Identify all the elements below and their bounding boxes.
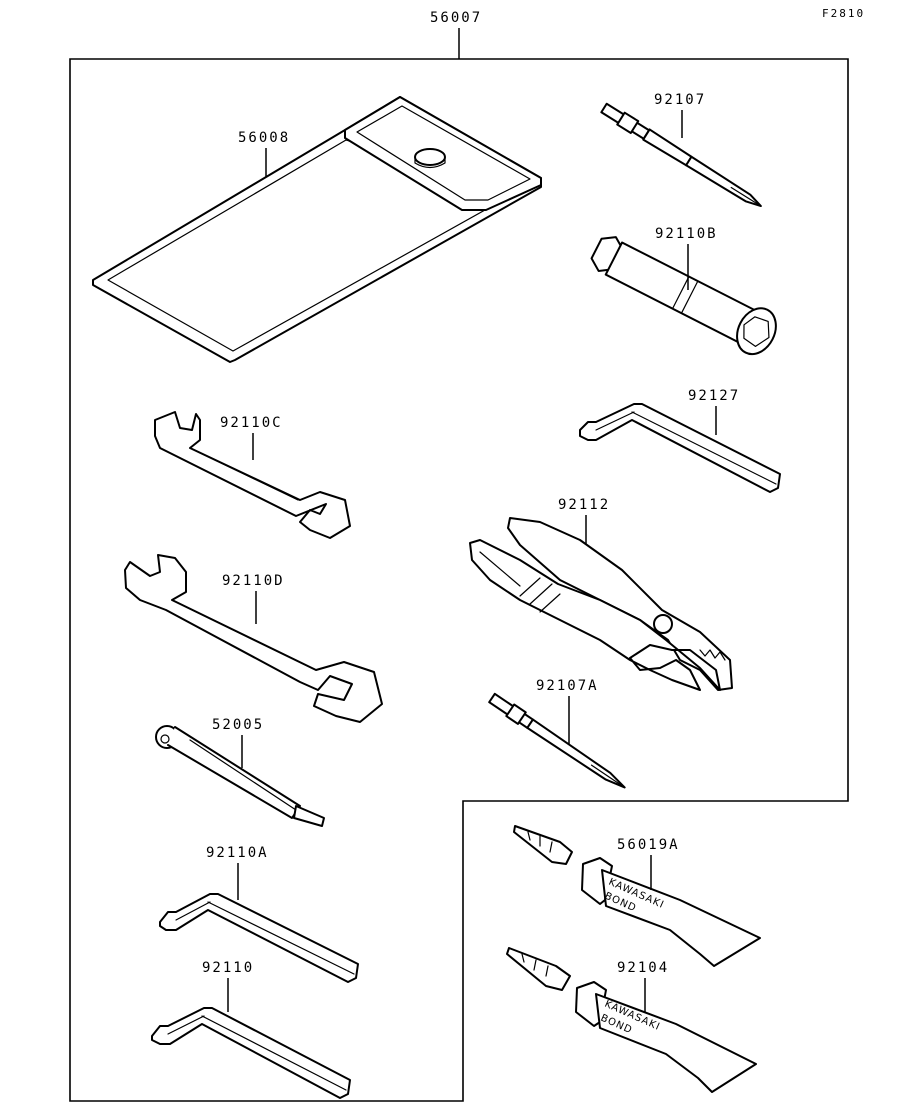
wrench-92110D[interactable]: [124, 554, 383, 723]
figure-code: F2810: [822, 7, 865, 20]
wrench-92110C[interactable]: [154, 411, 351, 539]
part-label-92110D: 92110D: [222, 573, 285, 589]
pliers-92112[interactable]: [469, 517, 733, 691]
part-label-92110B: 92110B: [655, 226, 718, 242]
part-label-92110C: 92110C: [220, 415, 283, 431]
part-label-92112: 92112: [558, 497, 610, 513]
screwdriver-92107[interactable]: [600, 102, 764, 212]
handle-52005[interactable]: [155, 725, 325, 827]
tool-pouch[interactable]: [92, 96, 542, 363]
hex-key-92110A[interactable]: [159, 893, 359, 983]
kit-number-label: 56007: [430, 10, 482, 26]
part-label-92104: 92104: [617, 960, 669, 976]
part-label-92107: 92107: [654, 92, 706, 108]
part-label-56019A: 56019A: [617, 837, 680, 853]
part-label-92107A: 92107A: [536, 678, 599, 694]
part-label-92110: 92110: [202, 960, 254, 976]
sealant-tube-92104[interactable]: KAWASAKI BOND: [506, 947, 757, 1093]
hex-key-92110[interactable]: [151, 1007, 351, 1099]
part-label-92110A: 92110A: [206, 845, 269, 861]
part-label-56008: 56008: [238, 130, 290, 146]
hex-key-92127[interactable]: [579, 403, 781, 493]
kit-frame: [69, 58, 849, 1102]
screwdriver-92107A[interactable]: [488, 692, 628, 793]
plug-wrench-92110B[interactable]: [585, 228, 783, 361]
part-label-52005: 52005: [212, 717, 264, 733]
part-label-92127: 92127: [688, 388, 740, 404]
